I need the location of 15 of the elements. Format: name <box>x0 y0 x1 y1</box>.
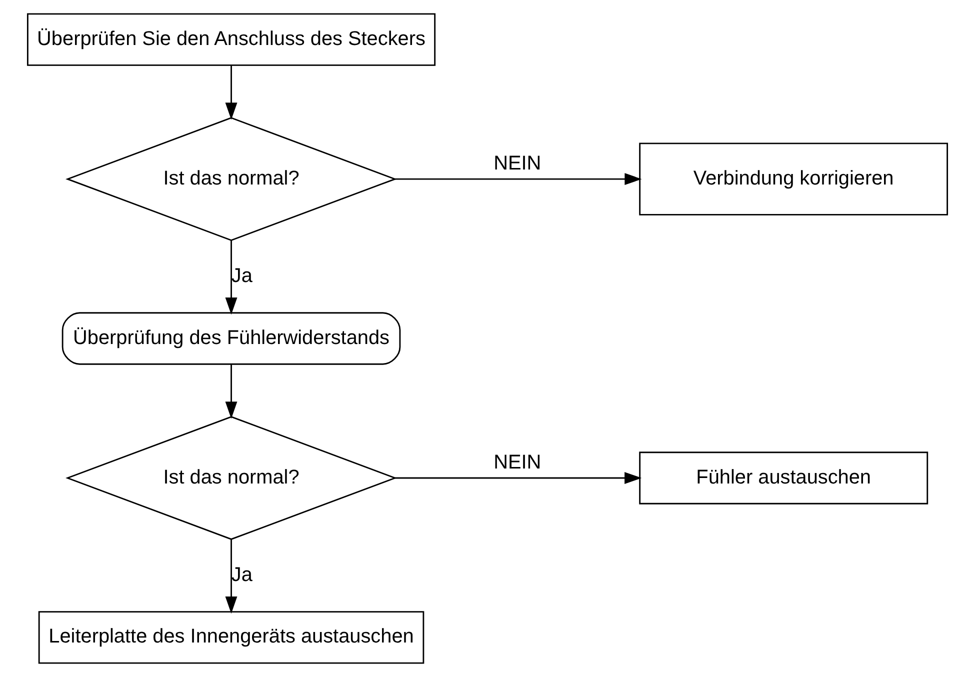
node-box: Überprüfung des Fühlerwiderstands <box>62 312 401 365</box>
arrow <box>395 173 642 186</box>
edge-label: NEIN <box>494 152 542 174</box>
node-box: Verbindung korrigieren <box>639 142 948 216</box>
node-diamond: Ist das normal? <box>66 117 397 242</box>
arrow <box>225 65 238 120</box>
edge-label: NEIN <box>494 451 542 474</box>
node-diamond: Ist das normal? <box>66 416 397 540</box>
arrow <box>225 364 238 419</box>
node-box: Überprüfen Sie den Anschluss des Steckers <box>26 13 436 66</box>
arrow <box>225 240 238 315</box>
node-box: Leiterplatte des Innengeräts austauschen <box>38 611 424 664</box>
arrow <box>395 472 642 484</box>
node-box: Fühler austauschen <box>639 452 928 504</box>
arrow <box>225 540 238 614</box>
